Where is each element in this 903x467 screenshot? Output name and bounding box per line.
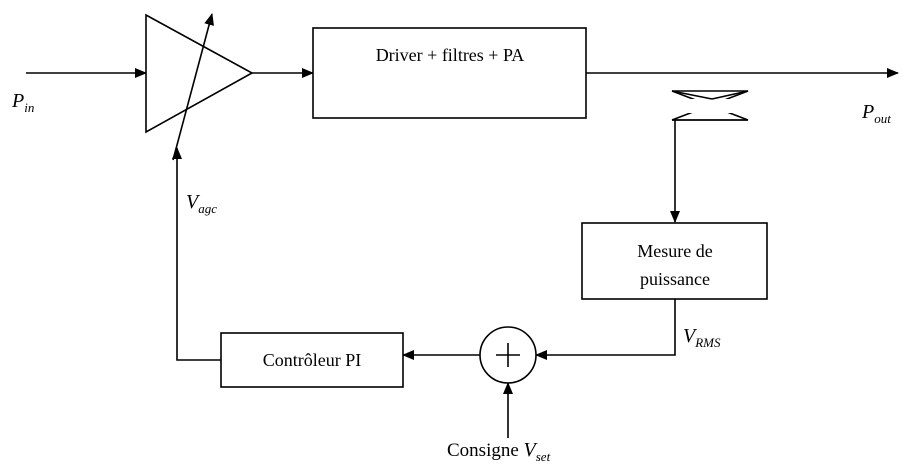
- setpoint-label: Consigne Vset: [447, 439, 551, 464]
- driver-block: [312, 27, 587, 119]
- vrms-label: VRMS: [683, 325, 721, 350]
- power-measure-label-1: Mesure de: [637, 241, 712, 261]
- pi-controller-block: [220, 332, 404, 388]
- pi-controller-label: Contrôleur PI: [263, 350, 362, 370]
- power-measure-label-2: puissance: [640, 269, 710, 289]
- coupler-lines: [671, 90, 749, 121]
- variable-gain-arrow: [172, 13, 214, 161]
- coupler-gap: [664, 99, 756, 113]
- vagc-label: Vagc: [186, 191, 217, 216]
- variable-gain-amplifier: [145, 13, 254, 134]
- measure-to-summer-wire: [535, 299, 676, 360]
- power-measure-block: [581, 222, 768, 300]
- pi-to-amp-wire: [172, 147, 221, 361]
- pout-label: Pout: [861, 101, 891, 126]
- driver-label: Driver + filtres + PA: [376, 45, 525, 65]
- pin-label: Pin: [11, 90, 34, 115]
